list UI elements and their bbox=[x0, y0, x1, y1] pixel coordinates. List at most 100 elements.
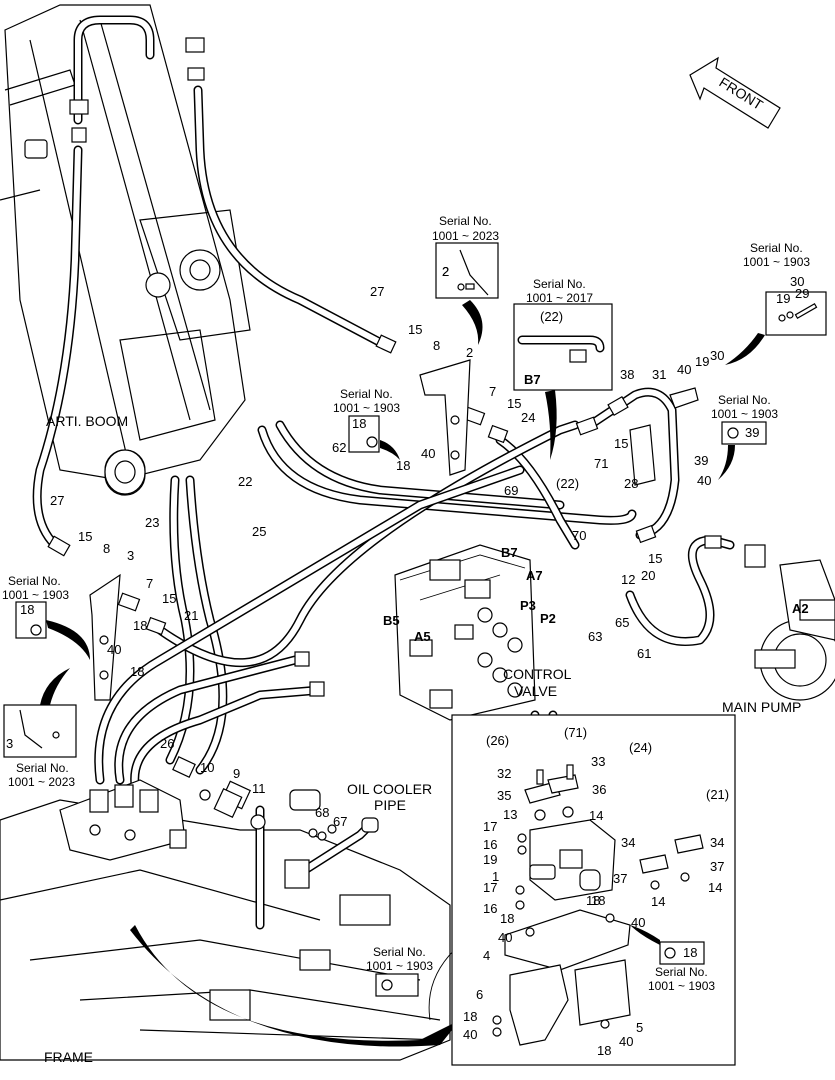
inset-part-number: 18 bbox=[500, 911, 514, 926]
inset-part-number: 40 bbox=[463, 1027, 477, 1042]
port-label: A5 bbox=[414, 629, 431, 644]
part-number: 18 bbox=[396, 458, 410, 473]
part-number: 25 bbox=[252, 524, 266, 539]
inset-part-number: (21) bbox=[706, 787, 729, 802]
part-number: 39 bbox=[745, 425, 759, 440]
part-number: 15 bbox=[507, 396, 521, 411]
inset-part-number: 40 bbox=[631, 915, 645, 930]
pointer-s5 bbox=[718, 445, 735, 480]
part-number: 30 bbox=[710, 348, 724, 363]
part-number: 40 bbox=[421, 446, 435, 461]
inset-part-number: 35 bbox=[497, 788, 511, 803]
part-number: 63 bbox=[588, 629, 602, 644]
inset-detail bbox=[451, 714, 736, 1066]
part-number: 68 bbox=[315, 805, 329, 820]
part-number: 7 bbox=[146, 576, 153, 591]
inset-part-number: 33 bbox=[591, 754, 605, 769]
part-number: 15 bbox=[614, 436, 628, 451]
inset-part-number: (26) bbox=[486, 733, 509, 748]
serial-note-line2: 1001 ~ 2023 bbox=[432, 229, 499, 243]
inset-part-number: (24) bbox=[629, 740, 652, 755]
boom-top-pipe bbox=[69, 15, 205, 143]
inset-part-number: 18 bbox=[591, 893, 605, 908]
inset-part-number: 18 bbox=[683, 945, 697, 960]
serial-note-line1: Serial No. bbox=[8, 574, 61, 588]
inset-part-number: 18 bbox=[597, 1043, 611, 1058]
inset-part-number: 40 bbox=[619, 1034, 633, 1049]
serial-note-line1: Serial No. bbox=[655, 965, 708, 979]
inset-part-number: 6 bbox=[476, 987, 483, 1002]
part-number: 3 bbox=[6, 736, 13, 751]
inset-part-number: 13 bbox=[503, 807, 517, 822]
part-number: 40 bbox=[677, 362, 691, 377]
part-number: 3 bbox=[127, 548, 134, 563]
inset-part-number: 17 bbox=[483, 819, 497, 834]
part-number: 65 bbox=[615, 615, 629, 630]
part-number: 19 bbox=[695, 354, 709, 369]
part-number: 27 bbox=[370, 284, 384, 299]
pointer-s4 bbox=[380, 440, 400, 460]
front-arrow bbox=[689, 56, 781, 129]
brackets bbox=[89, 359, 699, 701]
serial-note-line2: 1001 ~ 2017 bbox=[526, 291, 593, 305]
inset-part-number: 4 bbox=[483, 948, 490, 963]
part-number: 31 bbox=[652, 367, 666, 382]
part-number: 61 bbox=[637, 646, 651, 661]
inset-part-number: 34 bbox=[710, 835, 724, 850]
part-number: 19 bbox=[776, 291, 790, 306]
part-number: 40 bbox=[107, 642, 121, 657]
serial-note-line2: 1001 ~ 1903 bbox=[743, 255, 810, 269]
inset-part-number: 1 bbox=[492, 869, 499, 884]
inset-part-number: 37 bbox=[710, 859, 724, 874]
part-number: 15 bbox=[648, 551, 662, 566]
part-number: 38 bbox=[620, 367, 634, 382]
port-label: B5 bbox=[383, 613, 400, 628]
inset-part-number: 37 bbox=[613, 871, 627, 886]
inset-part-number: 16 bbox=[483, 901, 497, 916]
part-number: 2 bbox=[442, 264, 449, 279]
part-number: 18 bbox=[133, 618, 147, 633]
serial-note-line1: Serial No. bbox=[718, 393, 771, 407]
serial-note-line1: Serial No. bbox=[373, 945, 426, 959]
pointer-s7 bbox=[40, 668, 70, 705]
part-number: 12 bbox=[621, 572, 635, 587]
control-valve bbox=[394, 544, 536, 721]
part-number: 26 bbox=[160, 736, 174, 751]
pointer-s2 bbox=[545, 390, 557, 460]
port-label: B7 bbox=[524, 372, 541, 387]
part-number: 62 bbox=[332, 440, 346, 455]
inset-part-number: 18 bbox=[463, 1009, 477, 1024]
part-number: 39 bbox=[694, 453, 708, 468]
serial-note-line1: Serial No. bbox=[16, 761, 69, 775]
part-number-labels: 27 15 8 2 7 15 24 62 22 23 25 27 15 8 3 … bbox=[6, 264, 809, 829]
main-pump bbox=[744, 544, 835, 701]
serial-note-line2: 1001 ~ 2023 bbox=[8, 775, 75, 789]
pointer-s9 bbox=[630, 925, 660, 945]
inset-part-number: 36 bbox=[592, 782, 606, 797]
serial-note-line2: 1001 ~ 1903 bbox=[333, 401, 400, 415]
inset-part-number: 14 bbox=[589, 808, 603, 823]
port-label: A2 bbox=[792, 601, 809, 616]
part-number: 8 bbox=[433, 338, 440, 353]
part-number: (22) bbox=[556, 476, 579, 491]
part-number: 11 bbox=[252, 781, 266, 796]
part-number: 2 bbox=[442, 264, 449, 279]
part-number: 8 bbox=[103, 541, 110, 556]
part-number: 22 bbox=[238, 474, 252, 489]
part-number: 20 bbox=[641, 568, 655, 583]
port-label: A7 bbox=[526, 568, 543, 583]
port-label: P3 bbox=[520, 598, 536, 613]
part-number: 15 bbox=[162, 591, 176, 606]
part-number: 40 bbox=[697, 473, 711, 488]
part-number: 15 bbox=[408, 322, 422, 337]
pointer-s6 bbox=[46, 620, 90, 660]
part-number: 29 bbox=[795, 286, 809, 301]
serial-note-line1: Serial No. bbox=[750, 241, 803, 255]
part-number: 9 bbox=[233, 766, 240, 781]
oil-cooler-label-1: OIL COOLER bbox=[347, 781, 432, 797]
port-label: B7 bbox=[501, 545, 518, 560]
serial-note-line2: 1001 ~ 1903 bbox=[366, 959, 433, 973]
control-valve-label-2: VALVE bbox=[514, 683, 557, 699]
